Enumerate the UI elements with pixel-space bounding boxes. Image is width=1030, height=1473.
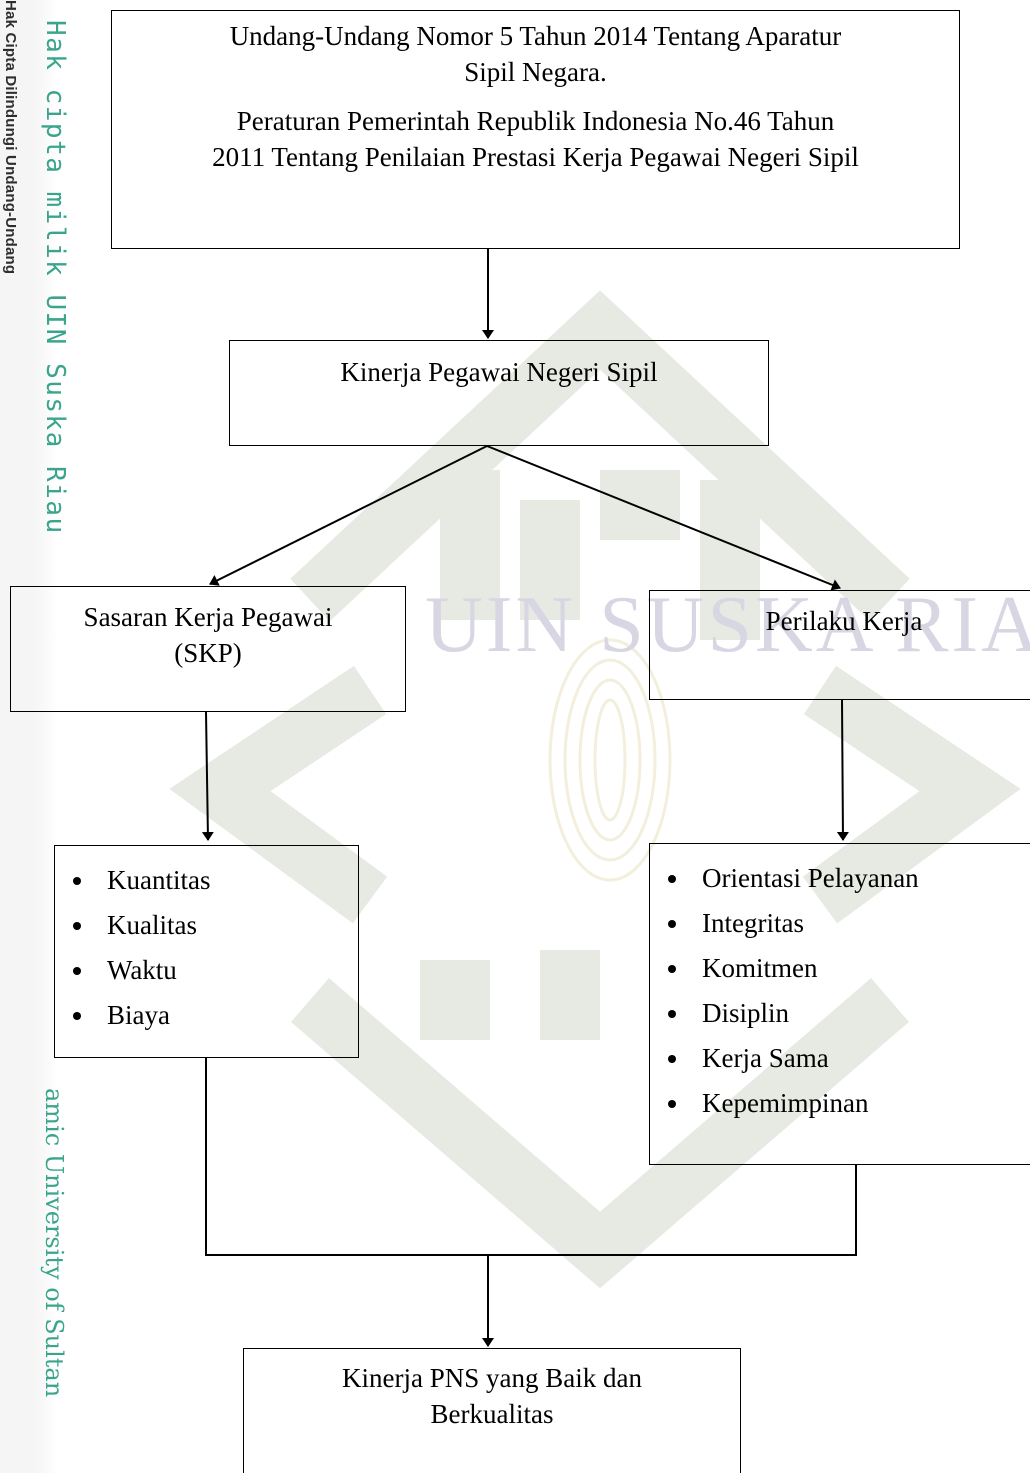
work-behavior-label: Perilaku Kerja <box>765 606 923 636</box>
work-target-box: Sasaran Kerja Pegawai (SKP) <box>10 586 406 712</box>
legal-basis-line-3: Peraturan Pemerintah Republik Indonesia … <box>236 105 835 136</box>
list-item: Kualitas <box>55 903 358 948</box>
legal-basis-line-2: Sipil Negara. <box>464 56 607 87</box>
list-item: Komitmen <box>650 946 1030 991</box>
list-item: Waktu <box>55 948 358 993</box>
work-target-criteria-box: Kuantitas Kualitas Waktu Biaya <box>54 845 359 1058</box>
arrow-performance-to-skp <box>209 445 488 586</box>
work-target-line-1: Sasaran Kerja Pegawai <box>83 602 333 632</box>
copyright-notice: Hak Cipta Dilindungi Undang-Undang <box>2 0 19 275</box>
civil-servant-performance-label: Kinerja Pegawai Negeri Sipil <box>340 357 658 387</box>
result-line-2: Berkualitas <box>430 1398 554 1429</box>
work-target-line-2: (SKP) <box>174 637 242 668</box>
legal-basis-line-1: Undang-Undang Nomor 5 Tahun 2014 Tentang… <box>229 21 842 51</box>
result-line-1: Kinerja PNS yang Baik dan <box>342 1363 642 1393</box>
legal-basis-line-4: 2011 Tentang Penilaian Prestasi Kerja Pe… <box>212 141 859 172</box>
legal-basis-box: Undang-Undang Nomor 5 Tahun 2014 Tentang… <box>111 10 960 249</box>
work-behavior-criteria-box: Orientasi Pelayanan Integritas Komitmen … <box>649 843 1030 1165</box>
arrow-skp-to-items <box>201 711 214 841</box>
arrow-performance-to-behavior <box>486 445 841 591</box>
work-target-criteria-list: Kuantitas Kualitas Waktu Biaya <box>55 858 358 1038</box>
watermark-text: UIN SUSKA RIAU <box>425 581 1030 669</box>
list-item: Kerja Sama <box>650 1036 1030 1081</box>
list-item: Orientasi Pelayanan <box>650 856 1030 901</box>
list-item: Integritas <box>650 901 1030 946</box>
work-behavior-box: Perilaku Kerja <box>649 590 1030 700</box>
civil-servant-performance-box: Kinerja Pegawai Negeri Sipil <box>229 340 769 446</box>
merge-line <box>205 1058 857 1256</box>
university-name: amic University of Sultan <box>40 1088 68 1398</box>
work-behavior-criteria-list: Orientasi Pelayanan Integritas Komitmen … <box>650 856 1030 1126</box>
list-item: Biaya <box>55 993 358 1038</box>
margin-strip <box>0 0 72 1473</box>
arrow-behavior-to-items <box>836 699 849 841</box>
list-item: Disiplin <box>650 991 1030 1036</box>
list-item: Kuantitas <box>55 858 358 903</box>
copyright-owner: Hak cipta milik UIN Suska Riau <box>40 20 70 535</box>
list-item: Kepemimpinan <box>650 1081 1030 1126</box>
good-performance-result-box: Kinerja PNS yang Baik dan Berkualitas <box>243 1348 741 1473</box>
